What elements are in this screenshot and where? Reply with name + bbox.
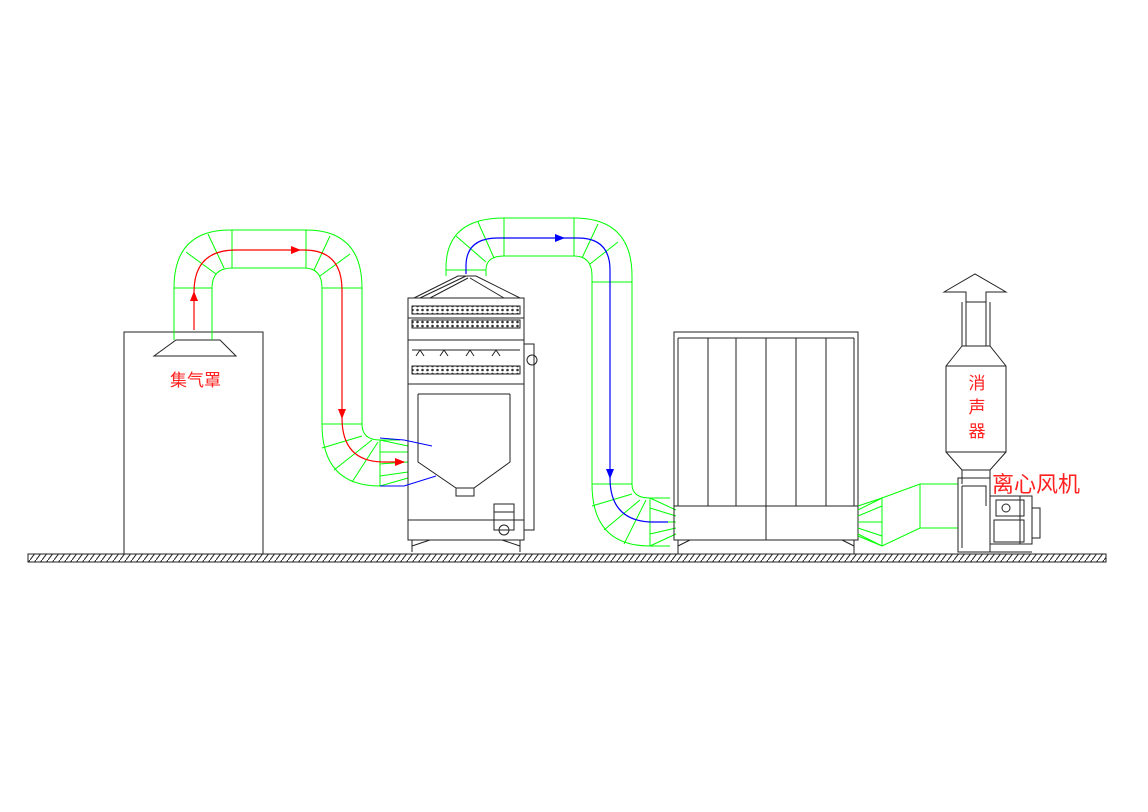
exhaust-stack [942,273,1008,484]
flow-arrow-dirty [190,246,405,466]
flow-arrow-clean [465,234,668,523]
collection-hood [152,339,238,357]
label-silencer: 消声器 [968,374,986,442]
ground [27,553,1107,563]
flow-arrow-scrubber-inside [379,437,437,487]
duct-scrubber-to-filter [445,217,677,547]
centrifugal-fan [957,477,1041,553]
label-collection-hood: 集气罩 [170,371,221,391]
label-centrifugal-fan: 离心风机 [992,473,1081,498]
filter-cabinet [673,331,859,554]
duct-hood-to-scrubber [173,229,409,487]
duct-filter-to-fan [857,483,959,547]
spray-scrubber-tower [407,275,538,552]
workshop-building [123,331,264,555]
